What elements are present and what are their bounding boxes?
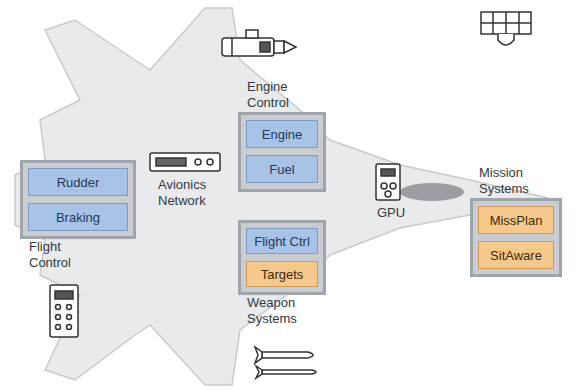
group-heading: Flight Control bbox=[29, 239, 101, 271]
group-heading: Engine Control bbox=[247, 79, 319, 111]
mission-module-box: Targets bbox=[246, 261, 318, 287]
mission-module-box: MissPlan bbox=[478, 206, 554, 234]
system-group: Mission SystemsMissPlanSitAware bbox=[470, 198, 562, 277]
cockpit-canopy bbox=[400, 183, 464, 201]
module-label: MissPlan bbox=[490, 213, 543, 228]
module-label: Engine bbox=[262, 127, 302, 142]
module-label: Fuel bbox=[269, 162, 294, 177]
module-label: Targets bbox=[261, 267, 304, 282]
control-module-box: Rudder bbox=[28, 168, 128, 196]
module-label: Flight Ctrl bbox=[254, 234, 310, 249]
control-module-box: Fuel bbox=[246, 155, 318, 183]
missiles-icon bbox=[255, 347, 316, 378]
group-heading: Weapon Systems bbox=[247, 295, 319, 327]
module-label: Braking bbox=[56, 210, 100, 225]
control-module-box: Braking bbox=[28, 203, 128, 231]
group-heading: Mission Systems bbox=[479, 165, 551, 197]
module-label: Rudder bbox=[57, 175, 100, 190]
component-label: GPU bbox=[377, 205, 417, 221]
gpu-icon bbox=[376, 164, 400, 200]
control-module-box: Flight Ctrl bbox=[246, 228, 318, 254]
system-group: Weapon SystemsFlight CtrlTargets bbox=[238, 220, 326, 295]
jet-silhouette bbox=[15, 8, 548, 385]
avionics-icon bbox=[150, 153, 220, 171]
system-group: Engine ControlEngineFuel bbox=[238, 112, 326, 192]
flight-computer-icon bbox=[50, 285, 78, 337]
control-module-box: Engine bbox=[246, 120, 318, 148]
system-group: Flight ControlRudderBraking bbox=[20, 160, 136, 239]
module-label: SitAware bbox=[490, 248, 542, 263]
component-label: Avionics Network bbox=[158, 177, 230, 209]
engine-icon bbox=[222, 30, 296, 56]
mission-module-box: SitAware bbox=[478, 241, 554, 269]
mission-icon bbox=[481, 12, 531, 45]
